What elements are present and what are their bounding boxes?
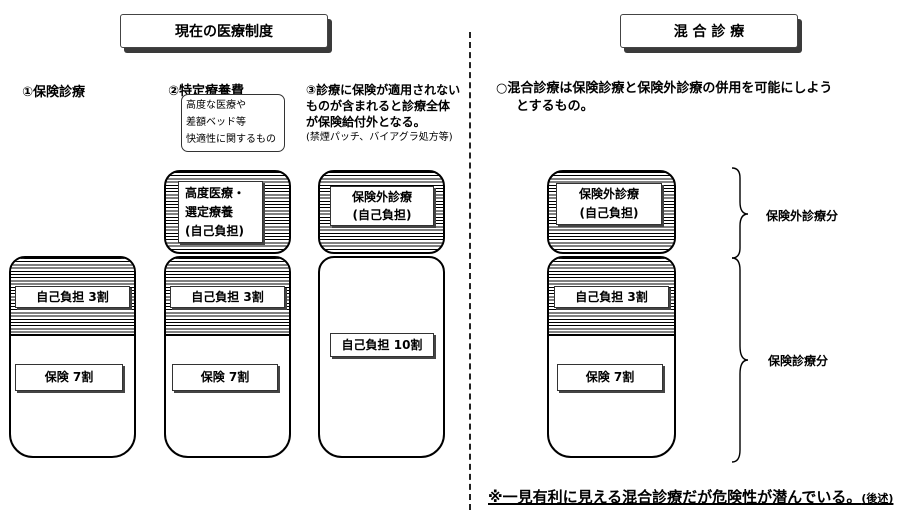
- special-note-line: 差額ベッド等: [186, 117, 246, 128]
- brace-graphic: [731, 167, 749, 463]
- label-advanced-line: (自己負担): [185, 224, 244, 238]
- heading-full-block: ③診療に保険が適用されない ものが含まれると診療全体 が保険給付外となる。 (禁…: [306, 82, 460, 146]
- mixed-description-line: ○混合診療は保険診療と保険外診療の併用を可能にしよう: [496, 81, 833, 96]
- section-divider: [469, 32, 471, 510]
- label-self-pay-30: 自己負担 3割: [170, 286, 285, 308]
- label-advanced-line: 選定療養: [185, 205, 234, 219]
- risk-note: ※一見有利に見える混合診療だが危険性が潜んでいる。(後述): [488, 486, 893, 507]
- brace-label-non-insured: 保険外診療分: [766, 209, 839, 223]
- brace-top: [731, 167, 749, 259]
- heading-full-line: が保険給付外となる。: [306, 115, 426, 129]
- label-non-insured-line: (自己負担): [352, 208, 412, 222]
- label-non-insured-line: (自己負担): [579, 206, 639, 220]
- special-note-line: 高度な医療や: [186, 100, 246, 111]
- heading-full-line: (禁煙パッチ、バイアグラ処方等): [306, 132, 453, 143]
- label-self-pay-100: 自己負担 10割: [330, 333, 434, 357]
- risk-note-suffix: (後述): [861, 492, 894, 505]
- special-note-line: 快適性に関するもの: [186, 134, 276, 145]
- label-advanced-line: 高度医療・: [185, 186, 246, 200]
- tab-current-system: 現在の医療制度: [120, 14, 328, 48]
- special-note-box: 高度な医療や 差額ベッド等 快適性に関するもの: [181, 94, 285, 152]
- label-self-pay-30: 自己負担 3割: [554, 286, 669, 308]
- jar-full-self-pay: [318, 256, 445, 458]
- brace-bottom: [731, 257, 749, 463]
- label-self-pay-30: 自己負担 3割: [15, 286, 130, 308]
- label-insurance-70: 保険 7割: [557, 364, 663, 391]
- heading-full-line: ③診療に保険が適用されない: [306, 83, 461, 97]
- label-non-insured-line: 保険外診療: [578, 187, 639, 201]
- label-insurance-70: 保険 7割: [172, 364, 278, 391]
- mixed-description: ○混合診療は保険診療と保険外診療の併用を可能にしよう とするもの。: [496, 80, 832, 116]
- brace-label-insured: 保険診療分: [768, 354, 829, 368]
- label-insurance-70: 保険 7割: [15, 364, 123, 391]
- mixed-description-line: とするもの。: [516, 99, 594, 114]
- risk-note-main: ※一見有利に見える混合診療だが危険性が潜んでいる。: [488, 488, 862, 506]
- label-non-insured-mixed: 保険外診療 (自己負担): [556, 183, 662, 225]
- heading-insurance: ①保険診療: [22, 85, 86, 100]
- tab-mixed-treatment: 混 合 診 療: [620, 14, 798, 48]
- label-advanced-medical: 高度医療・ 選定療養 (自己負担): [178, 181, 263, 243]
- heading-full-line: ものが含まれると診療全体: [306, 99, 451, 113]
- label-non-insured-line: 保険外診療: [351, 190, 412, 204]
- label-non-insured: 保険外診療 (自己負担): [330, 186, 434, 226]
